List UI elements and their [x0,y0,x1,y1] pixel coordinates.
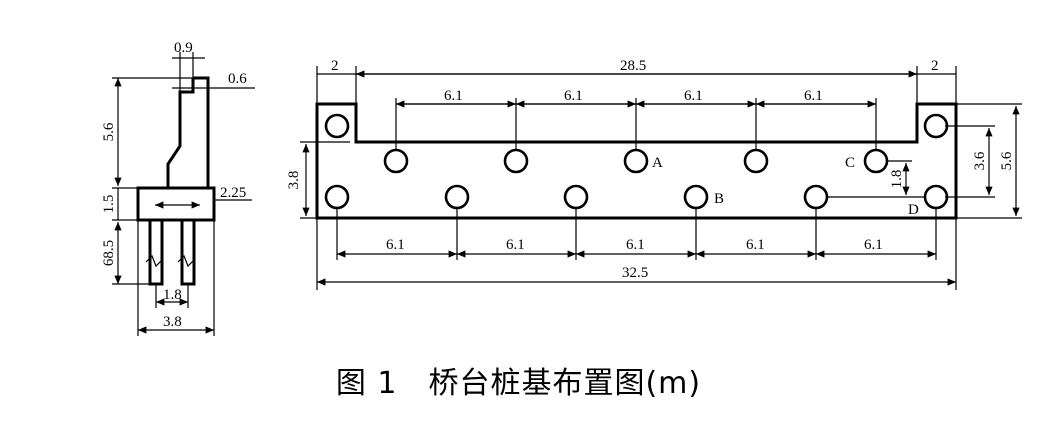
label-b: B [714,191,724,207]
dim-top-spacing-2: 6.1 [564,88,583,104]
pile-d [923,184,949,210]
side-pile-right [180,218,196,286]
pile-top-1 [383,148,409,174]
dim-pile-length: 68.5 [101,240,117,266]
dim-width-left: 3.8 [286,171,302,190]
dim-top-spacing-4: 6.1 [804,88,823,104]
pile-c [863,148,889,174]
pile-top-4 [743,148,769,174]
dim-middle: 28.5 [620,58,646,74]
dim-top-offset: 0.6 [228,71,247,87]
pile-b [683,184,709,210]
dim-bottom-spacing-4: 6.1 [746,237,765,253]
pile-cap-section [136,186,216,222]
side-pile-left [148,218,164,286]
label-c: C [845,155,855,171]
figure-caption: 图 1 桥台桩基布置图(m) [335,366,702,401]
pile-top-2 [503,148,529,174]
dim-top-spacing-1: 6.1 [444,88,463,104]
pile-break-marks [145,254,195,268]
dim-cap-width: 3.8 [163,314,182,330]
pile-corner-top-left [324,113,350,139]
dim-cd-offset: 1.8 [889,170,905,189]
plan-view: A B C D 2 28.5 2 6.1 6.1 6.1 6.1 [286,58,1022,290]
dim-bottom-spacing-1: 6.1 [386,237,405,253]
dim-width-right-inner: 3.6 [972,151,988,170]
pile-bottom-2 [444,184,470,210]
label-d: D [908,202,919,218]
dim-cap-height: 1.5 [101,195,117,214]
dim-bottom-spacing-2: 6.1 [506,237,525,253]
pile-bottom-5 [803,184,829,210]
abutment-wall-outline [166,76,210,188]
side-view: 0.9 0.6 5.6 1.5 68.5 2.25 1.8 3.8 [101,40,255,336]
dim-pile-spacing: 1.8 [163,287,182,303]
dim-total-length: 32.5 [622,265,648,281]
pile-bottom-1 [324,184,350,210]
dim-wall-height: 5.6 [101,122,117,141]
dim-bottom-spacing-5: 6.1 [864,237,883,253]
dim-top-width: 0.9 [174,40,193,56]
label-a: A [652,155,663,171]
dim-cap-step: 2.25 [220,185,246,201]
dim-top-spacing-3: 6.1 [684,88,703,104]
dim-bottom-spacing-3: 6.1 [626,237,645,253]
dim-left-wing: 2 [331,58,339,74]
dim-width-right-outer: 5.6 [999,151,1015,170]
dim-right-wing: 2 [931,58,939,74]
pile-a [623,148,649,174]
pile-corner-top-right [923,113,949,139]
pile-bottom-3 [563,184,589,210]
